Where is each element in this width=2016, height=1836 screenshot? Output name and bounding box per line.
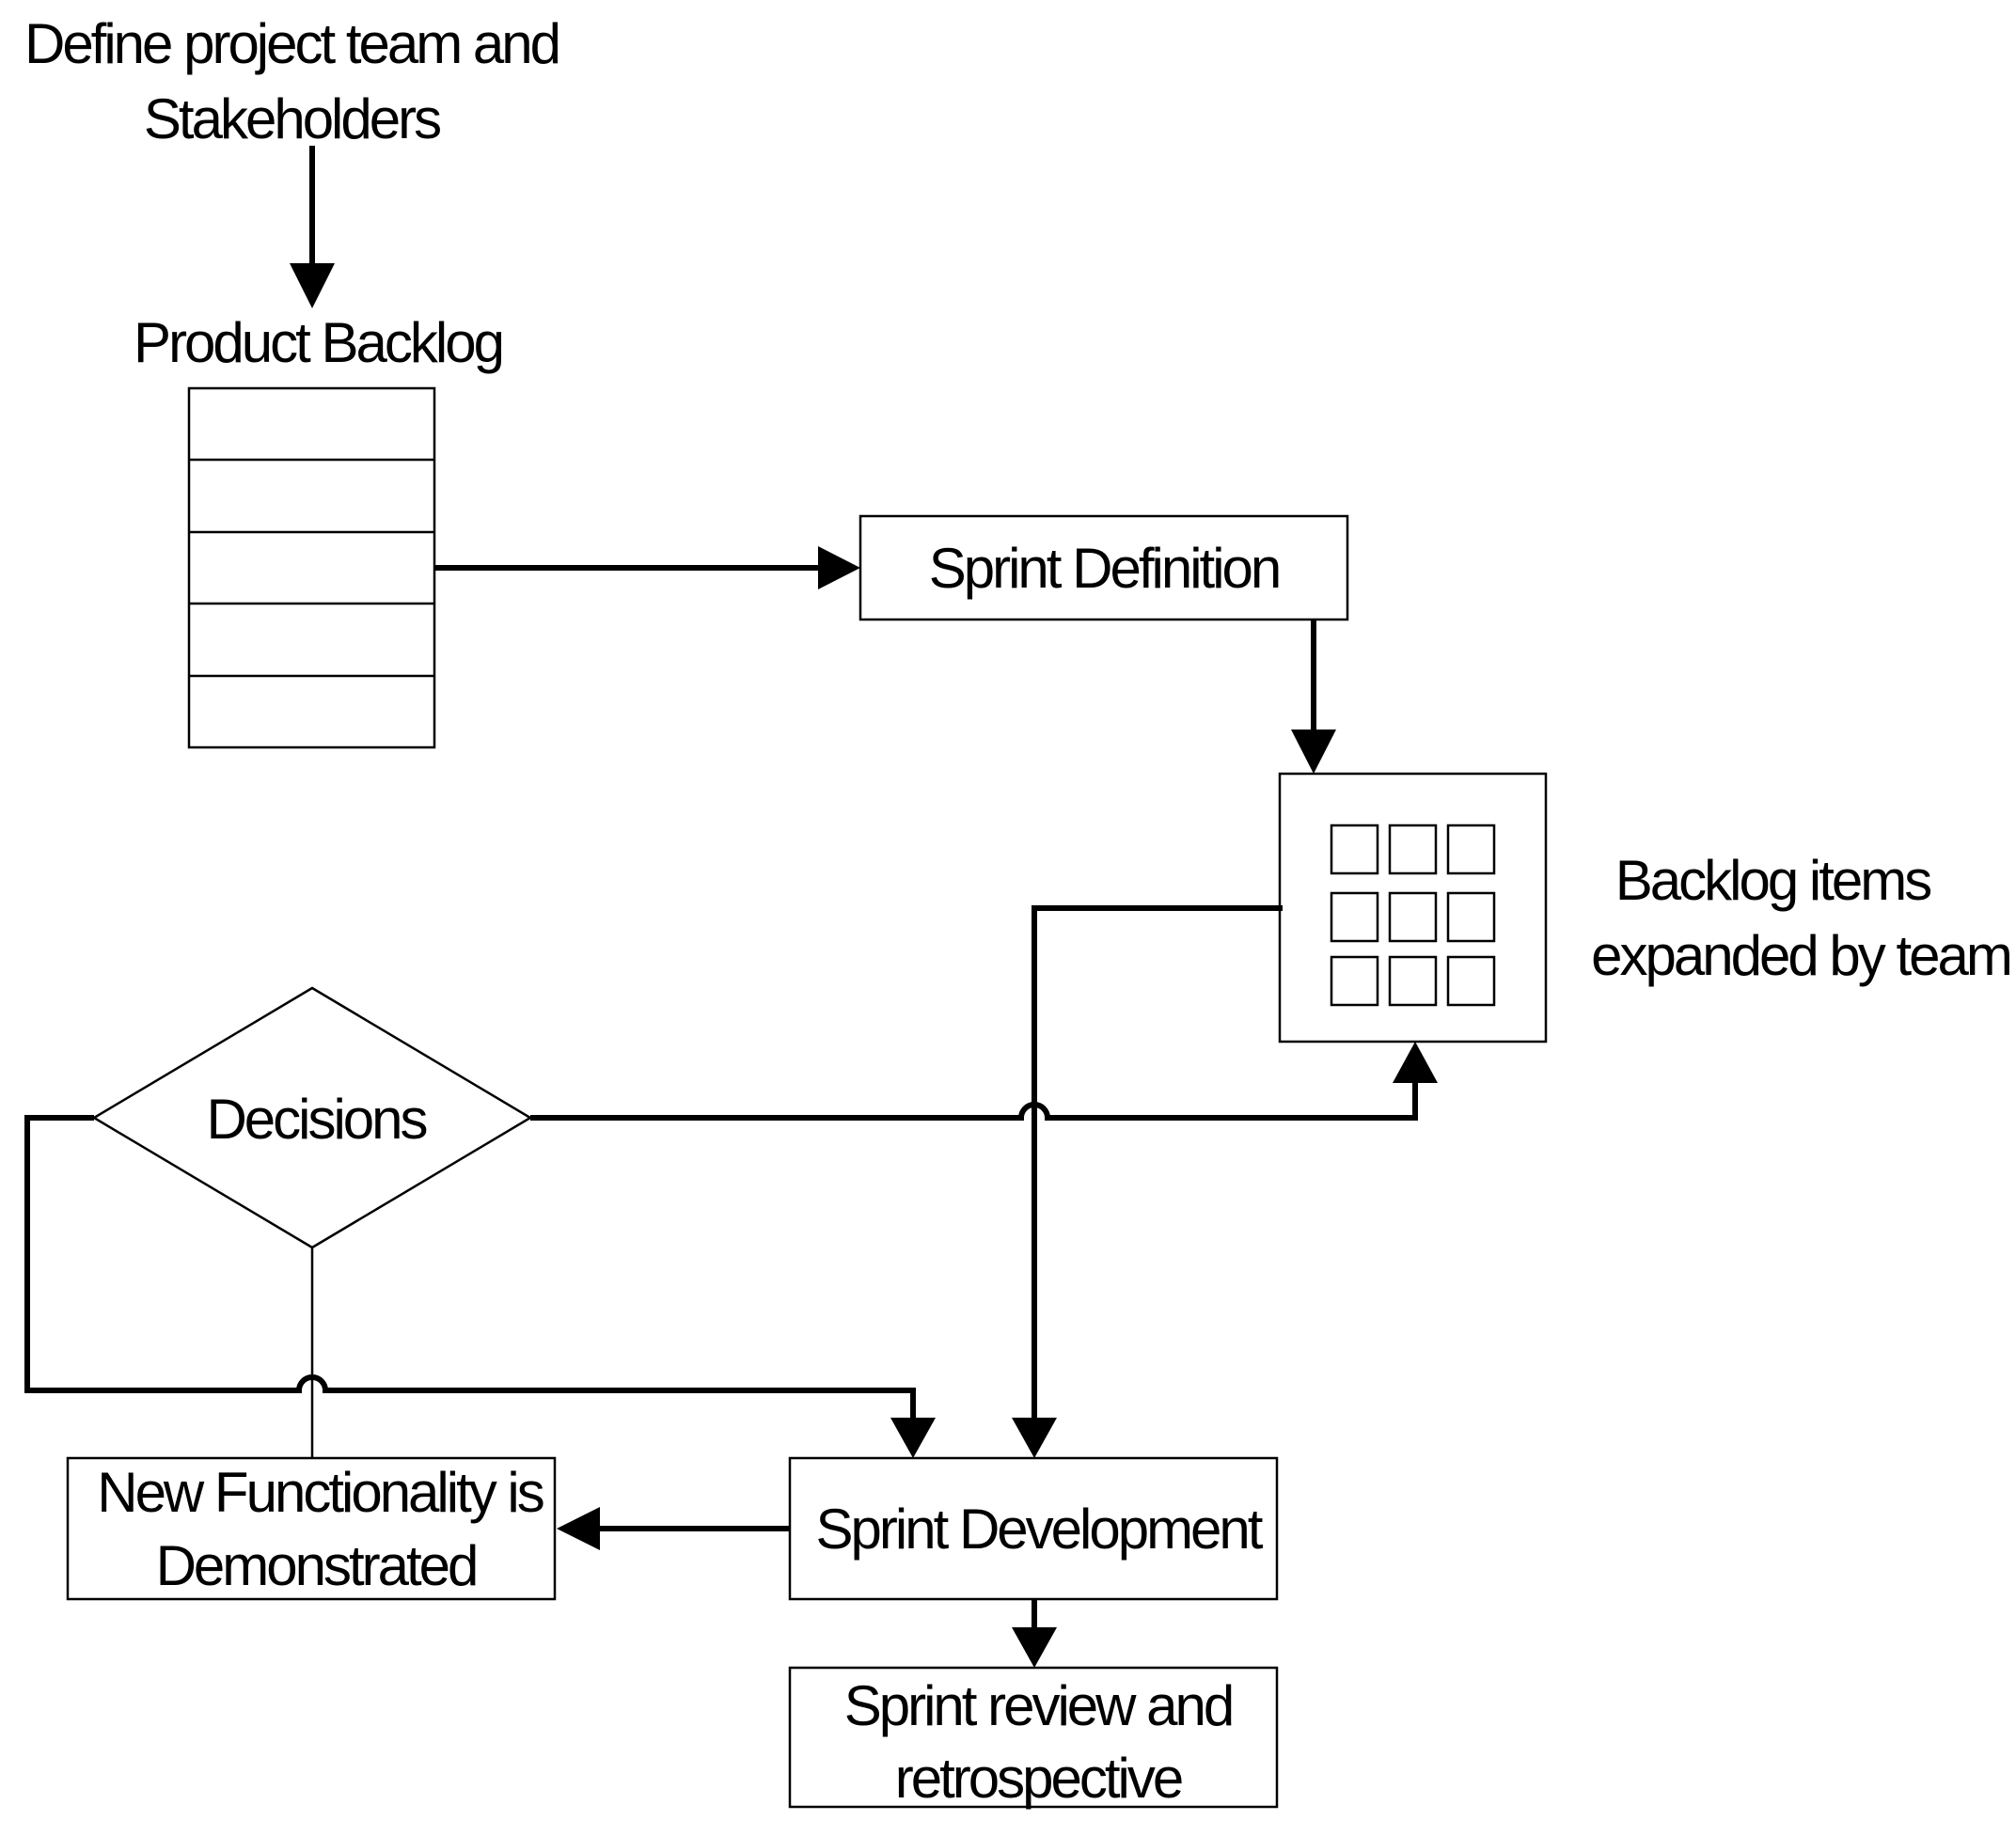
- node-decisions: Decisions: [91, 986, 533, 1249]
- edge-sprint-development-to-review: [1012, 1599, 1057, 1668]
- node-sprint-definition: Sprint Definition: [858, 514, 1349, 621]
- backlog-items-line2: expanded by team: [1591, 924, 2010, 987]
- new-functionality-line2: Demonstrated: [156, 1534, 477, 1597]
- define-team-line1: Define project team and: [24, 12, 559, 75]
- node-sprint-review: Sprint review and retrospective: [788, 1666, 1279, 1810]
- edge-decisions-to-sprint-development: [24, 1115, 936, 1458]
- sprint-review-line1: Sprint review and: [844, 1674, 1233, 1737]
- edge-backlog-to-sprint-definition: [434, 546, 860, 589]
- sprint-development-label: Sprint Development: [816, 1498, 1264, 1561]
- node-new-functionality: New Functionality is Demonstrated: [66, 1456, 557, 1601]
- decisions-label: Decisions: [206, 1088, 426, 1151]
- sprint-review-line2: retrospective: [895, 1747, 1182, 1810]
- edge-sprint-development-to-new-functionality: [557, 1507, 790, 1550]
- define-team-line2: Stakeholders: [144, 87, 440, 150]
- product-backlog-title: Product Backlog: [134, 311, 502, 374]
- edge-items-to-sprint-development: [1012, 905, 1283, 1458]
- node-backlog-items: Backlog items expanded by team: [1278, 772, 2013, 1044]
- edge-sprint-definition-to-items: [1291, 620, 1336, 774]
- node-define-team: Define project team and Stakeholders: [24, 12, 561, 150]
- product-backlog-stack: [187, 386, 436, 749]
- backlog-items-grid: [1330, 824, 1496, 1007]
- edge-define-to-backlog: [290, 146, 335, 308]
- backlog-items-line1: Backlog items: [1615, 849, 1930, 912]
- edge-decisions-to-items: [530, 1042, 1438, 1121]
- new-functionality-line1: New Functionality is: [97, 1461, 543, 1524]
- sprint-definition-label: Sprint Definition: [929, 537, 1280, 600]
- node-sprint-development: Sprint Development: [788, 1456, 1279, 1601]
- node-product-backlog: Product Backlog: [134, 311, 505, 749]
